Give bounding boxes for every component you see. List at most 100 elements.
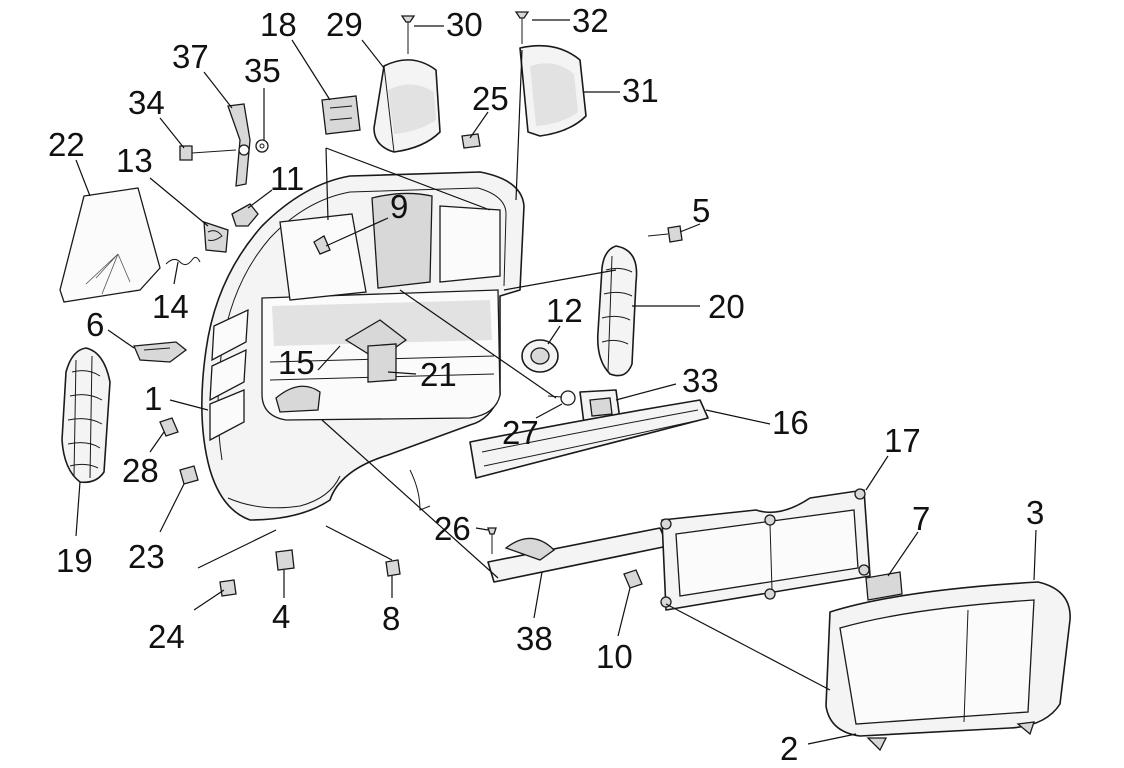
callout-12: 12 — [546, 292, 583, 329]
leader-11 — [247, 189, 273, 209]
leader-14 — [173, 261, 179, 285]
leader-29 — [361, 39, 385, 69]
part-grille-20 — [596, 245, 638, 377]
part-latch-13 — [203, 221, 229, 253]
callout-18: 18 — [260, 6, 297, 43]
callout-labels: 1 2 3 4 5 6 7 8 9 10 11 12 13 14 15 16 1… — [48, 2, 1044, 767]
callout-10: 10 — [596, 638, 633, 675]
callout-24: 24 — [148, 618, 185, 655]
leader-34 — [159, 117, 185, 149]
callout-15: 15 — [278, 344, 315, 381]
part-bracket-11 — [231, 203, 259, 227]
part-screw-28 — [159, 417, 179, 437]
leader-16 — [705, 409, 771, 425]
part-spring-14 — [165, 256, 201, 266]
leader-3 — [1033, 529, 1037, 581]
leader-9c — [325, 147, 329, 221]
part-grille-19 — [61, 347, 111, 484]
part-front-panel-3 — [825, 581, 1071, 737]
leader-2b — [665, 603, 831, 691]
callout-16: 16 — [772, 404, 809, 441]
part-plate-7 — [865, 571, 903, 601]
part-screw-9 — [313, 235, 331, 255]
part-screw-27 — [547, 390, 576, 406]
leader-9 — [325, 217, 389, 247]
callout-1: 1 — [144, 380, 162, 417]
callout-5: 5 — [692, 192, 710, 229]
callout-38: 38 — [516, 620, 553, 657]
callout-28: 28 — [122, 452, 159, 489]
leader-37 — [203, 71, 233, 109]
leader-24b — [197, 529, 277, 569]
callout-37: 37 — [172, 38, 209, 75]
leader-17 — [865, 455, 889, 491]
callout-14: 14 — [152, 288, 189, 325]
callout-19: 19 — [56, 542, 93, 579]
callout-26: 26 — [434, 510, 471, 547]
callout-7: 7 — [912, 500, 930, 537]
callout-31: 31 — [622, 72, 659, 109]
callout-4: 4 — [272, 598, 290, 635]
callout-9: 9 — [390, 188, 408, 225]
part-screw-5 — [647, 225, 683, 243]
part-clip-18 — [321, 95, 361, 135]
part-screw-26 — [487, 527, 497, 554]
part-switch-12 — [521, 339, 559, 373]
leader-5 — [679, 223, 701, 233]
leader-33 — [615, 383, 677, 401]
part-bracket-6 — [133, 341, 188, 363]
callout-6: 6 — [86, 306, 104, 343]
part-screw-24 — [219, 579, 237, 597]
leader-26 — [475, 527, 489, 531]
callout-20: 20 — [708, 288, 745, 325]
leader-lines — [75, 19, 1037, 745]
leader-28 — [149, 431, 165, 453]
callout-25: 25 — [472, 80, 509, 117]
leader-20b — [503, 269, 617, 291]
part-clip-4 — [275, 549, 295, 571]
leader-21 — [387, 371, 417, 375]
leader-19 — [75, 481, 81, 537]
callout-22: 22 — [48, 126, 85, 163]
leader-15 — [317, 345, 341, 371]
leader-2 — [807, 733, 857, 745]
part-bolt-34 — [179, 145, 237, 161]
callout-27: 27 — [502, 414, 539, 451]
leader-27 — [535, 403, 563, 419]
part-screw-32 — [514, 11, 530, 44]
leader-24 — [193, 589, 225, 611]
part-screw-8 — [385, 559, 401, 577]
callout-33: 33 — [682, 362, 719, 399]
part-screw-10 — [623, 569, 643, 589]
part-frame-17 — [660, 488, 871, 611]
callout-2: 2 — [780, 730, 798, 767]
part-washer-35 — [255, 139, 269, 153]
callout-17: 17 — [884, 422, 921, 459]
part-strip-38 — [487, 527, 669, 583]
part-clip-23 — [179, 465, 199, 485]
part-lever-37 — [227, 103, 251, 187]
part-panel-22 — [59, 187, 161, 303]
leader-38b — [321, 419, 499, 579]
callout-21: 21 — [420, 356, 457, 393]
callout-23: 23 — [128, 538, 165, 575]
leader-12 — [547, 325, 561, 345]
callout-35: 35 — [244, 52, 281, 89]
leader-1 — [169, 399, 209, 411]
leader-10 — [617, 587, 631, 637]
leader-23 — [159, 483, 185, 533]
leader-13 — [149, 177, 209, 227]
leader-18 — [291, 39, 331, 101]
leader-38 — [533, 571, 543, 619]
part-trim-16 — [469, 399, 709, 479]
leader-25 — [469, 111, 489, 139]
callout-3: 3 — [1026, 494, 1044, 531]
leader-22 — [75, 159, 91, 197]
callout-8: 8 — [382, 600, 400, 637]
part-front-panel-2 — [866, 721, 1035, 752]
callout-11: 11 — [270, 160, 304, 197]
part-cover-31 — [519, 44, 587, 137]
leader-6 — [107, 329, 135, 349]
leader-9b — [325, 147, 491, 211]
